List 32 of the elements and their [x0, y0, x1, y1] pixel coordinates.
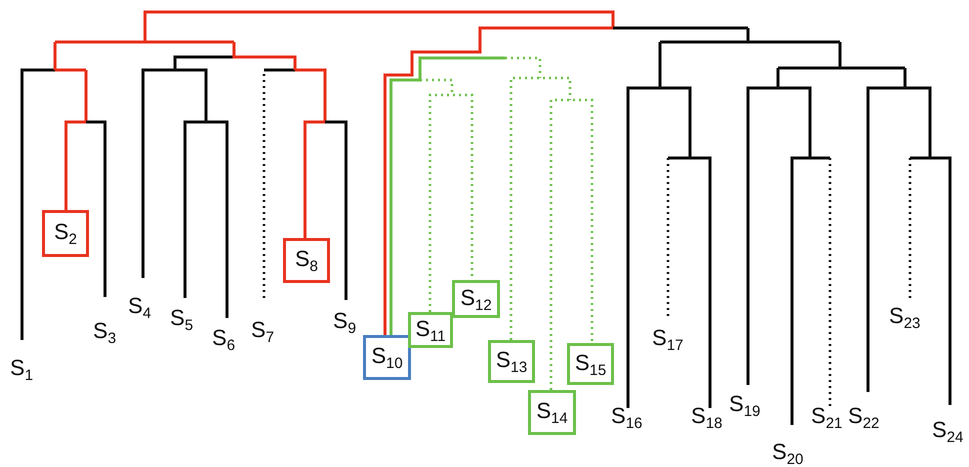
sample-label: S$_{15}$ — [574, 350, 606, 378]
leaf-label: S$_{9}$ — [333, 310, 356, 336]
sample-box — [567, 343, 614, 385]
leaf-label: S$_{18}$ — [691, 405, 722, 431]
sample-box — [408, 312, 453, 348]
leaf-label: S$_{6}$ — [212, 327, 236, 353]
sample-label: S$_{12}$ — [460, 284, 492, 314]
leaf-label: S$_{3}$ — [93, 320, 116, 346]
sample-label: S$_{11}$ — [415, 316, 446, 344]
sample-box — [363, 335, 411, 380]
sample-box — [452, 280, 500, 318]
leaf-label: S$_{19}$ — [729, 393, 760, 419]
leaf-label: S$_{20}$ — [772, 441, 804, 467]
sample-box — [488, 340, 535, 383]
leaf-label: S$_{21}$ — [811, 405, 842, 431]
leaf-label: S$_{22}$ — [848, 405, 880, 431]
sample-label: S$_{10}$ — [371, 343, 403, 372]
sample-label: S$_{2}$ — [54, 219, 78, 248]
sample-box — [528, 390, 576, 435]
leaf-label: S$_{7}$ — [251, 319, 274, 345]
leaf-label: S$_{23}$ — [889, 305, 920, 331]
sample-label: S$_{14}$ — [536, 398, 568, 427]
sample-box — [283, 238, 330, 283]
sample-label: S$_{13}$ — [496, 347, 528, 376]
leaf-label: S$_{17}$ — [652, 327, 684, 353]
leaf-label: S$_{1}$ — [10, 357, 34, 383]
leaf-label: S$_{4}$ — [128, 295, 152, 321]
sample-label: S$_{8}$ — [294, 246, 318, 275]
leaf-label: S$_{5}$ — [170, 307, 194, 333]
sample-box — [42, 210, 89, 257]
leaf-label: S$_{16}$ — [611, 405, 642, 431]
leaf-label: S$_{24}$ — [932, 419, 964, 445]
